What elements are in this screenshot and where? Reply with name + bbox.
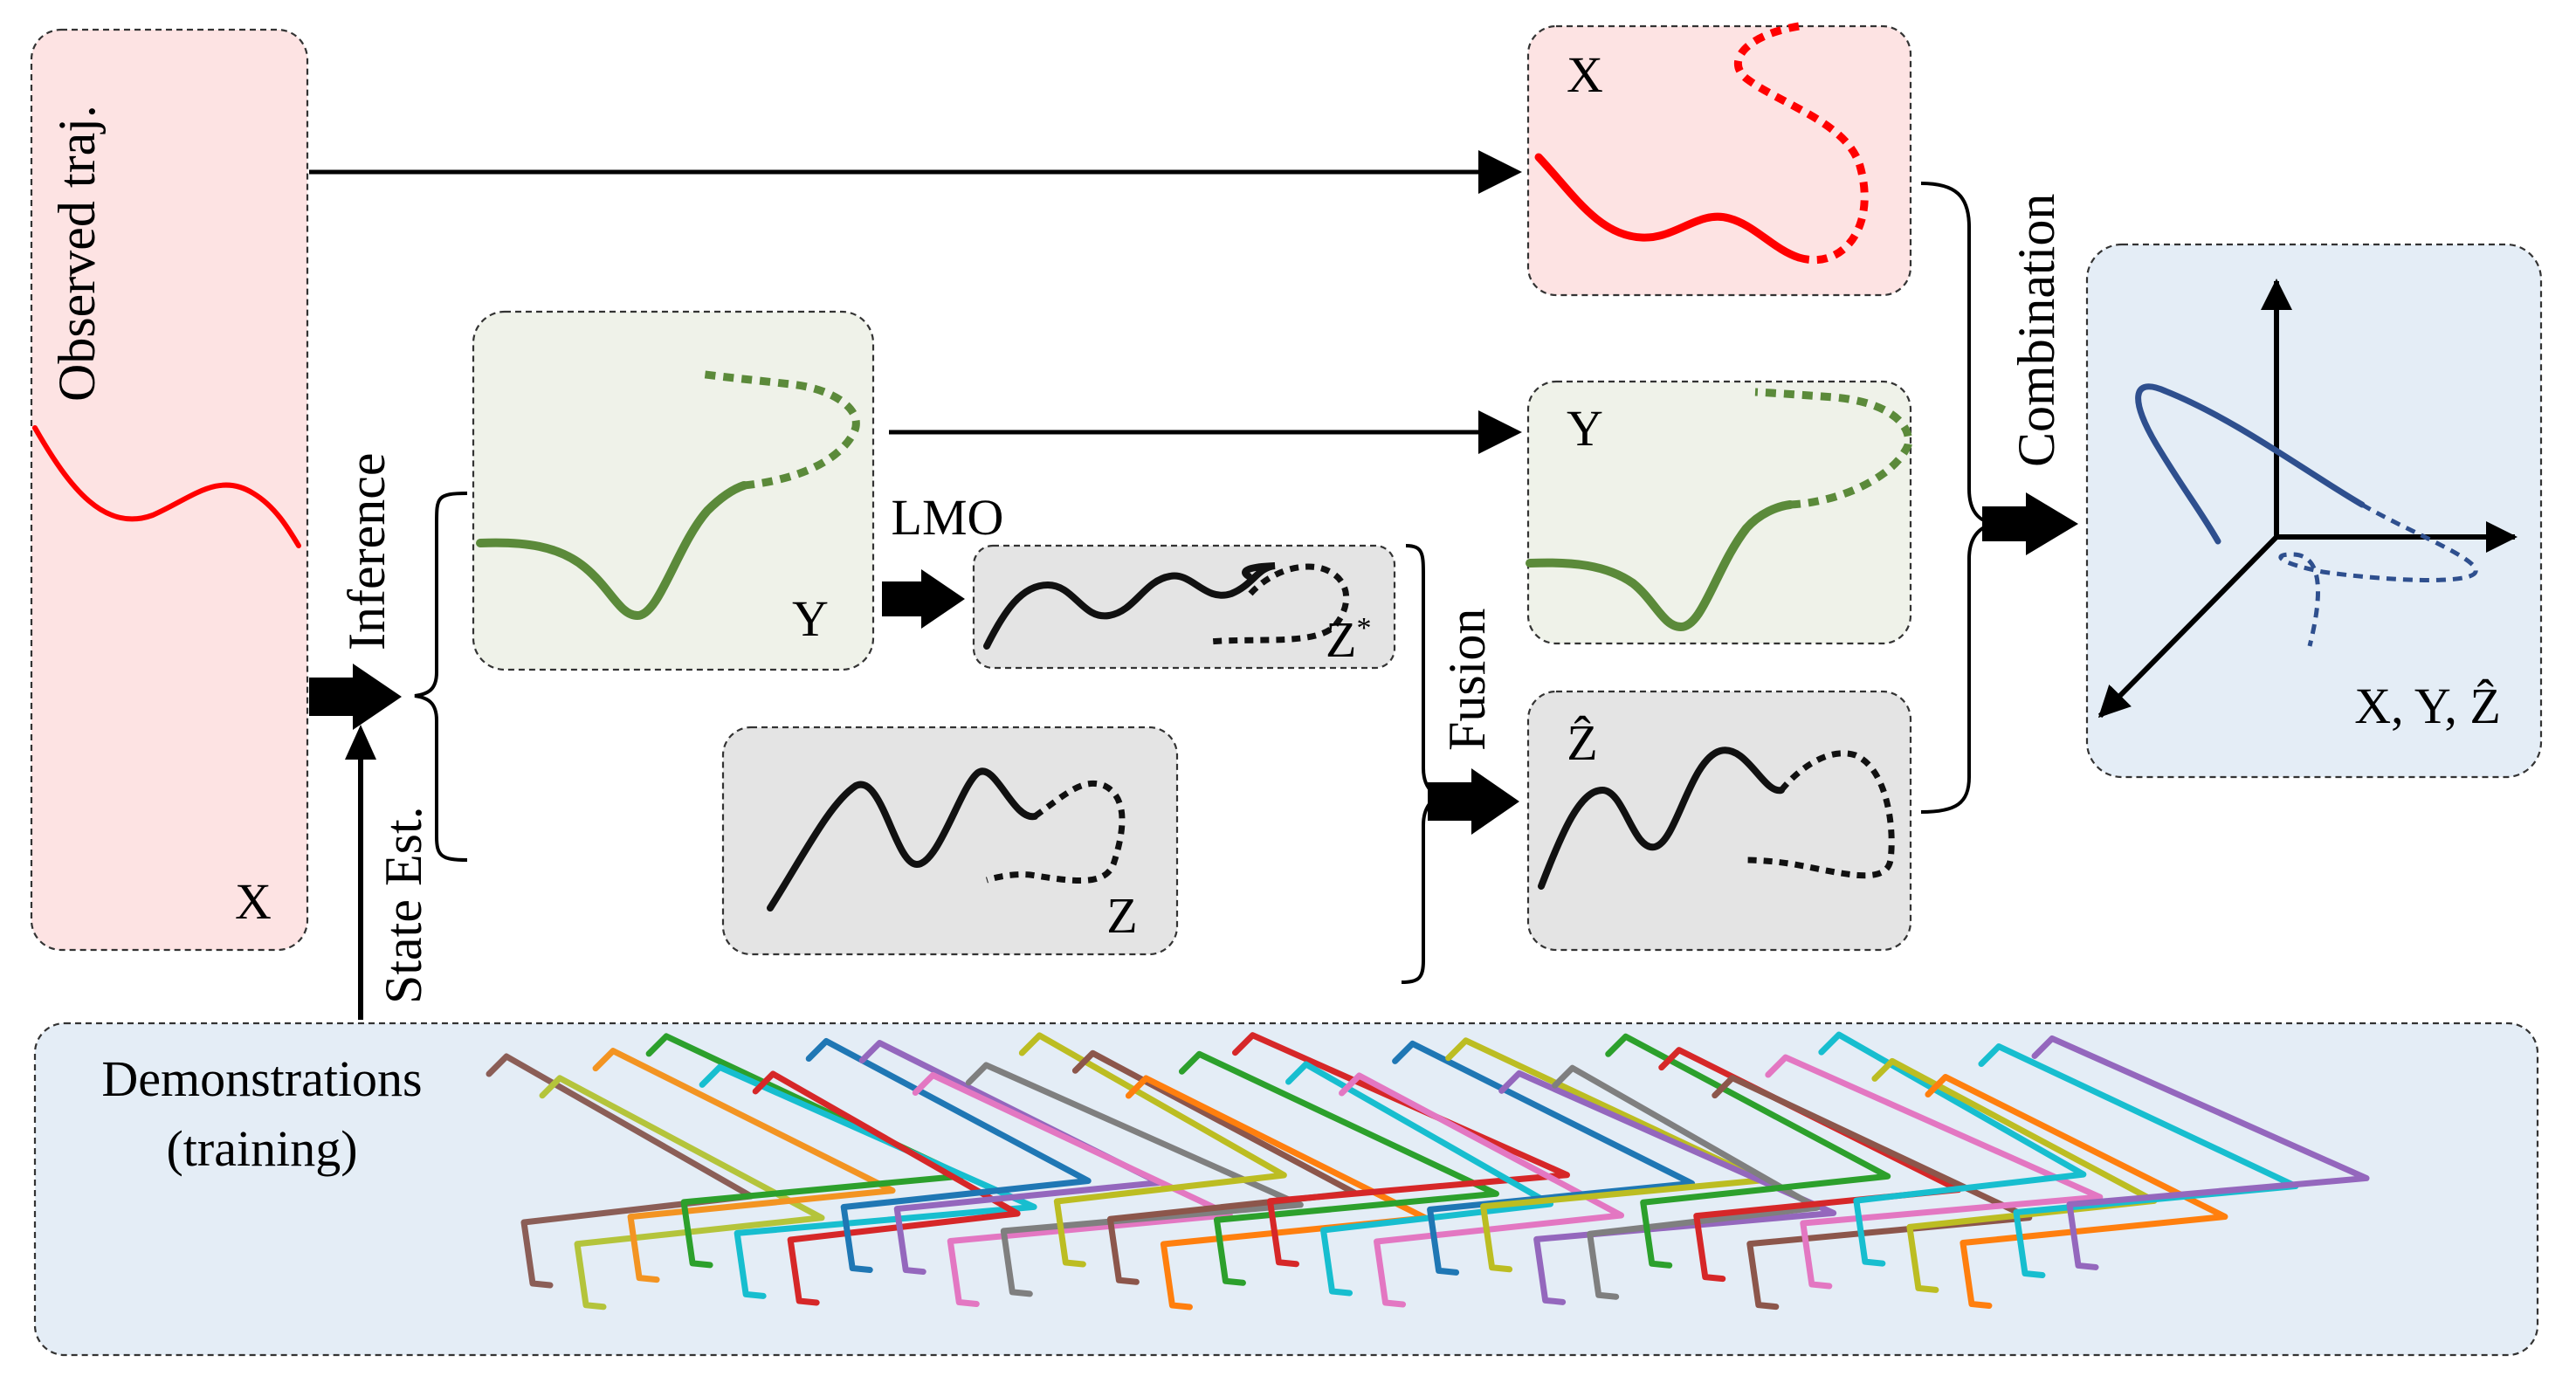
z-predicted-curve <box>985 780 1126 884</box>
demonstration-trajectory <box>1339 1072 1625 1308</box>
inference-arrow <box>309 664 402 730</box>
x-predicted-curve <box>1733 22 1869 265</box>
z-star-observed-curve <box>983 562 1276 650</box>
fusion-label: Fusion <box>1438 609 1496 751</box>
z-observed-curve <box>767 767 1038 912</box>
y-observed-curve <box>476 481 748 621</box>
demonstration-trajectory <box>1018 1032 1287 1268</box>
y-predicted-curve <box>698 369 860 490</box>
demonstration-trajectory <box>699 1063 1037 1299</box>
demonstrations-panel <box>33 1022 2539 1357</box>
combination-label: Combination <box>2008 194 2065 467</box>
z-star-panel <box>972 544 1396 670</box>
demonstrations-label-line2: (training) <box>166 1120 357 1177</box>
demonstration-trajectory <box>752 1070 1021 1306</box>
z-hat-predicted-curve <box>1746 750 1895 879</box>
observed-trajectory-curve <box>32 425 301 548</box>
observed-trajectory-panel <box>30 28 309 952</box>
demonstration-trajectory <box>2031 1035 2370 1270</box>
demonstration-trajectory <box>912 1071 1233 1307</box>
z-star-label: Z* <box>1326 611 1371 668</box>
z-state-label: Z <box>1106 887 1137 944</box>
observed-trajectory-label: Observed traj. <box>48 105 106 402</box>
demonstration-trajectory <box>1871 1057 2158 1293</box>
y-inference-label: Y <box>792 590 829 647</box>
state-est-arrowhead <box>345 725 376 760</box>
demonstration-trajectory <box>1658 1047 1962 1283</box>
demonstrations-label-line1: Demonstrations <box>101 1050 422 1107</box>
demonstration-trajectory <box>1445 1037 1767 1273</box>
x-observed-curve <box>1534 153 1803 262</box>
combination-brace <box>1920 182 1996 814</box>
z-hat-observed-curve <box>1538 746 1785 890</box>
z-state-panel <box>721 726 1179 956</box>
demonstration-trajectory <box>965 1062 1304 1297</box>
x-prediction-panel <box>1526 24 1912 297</box>
demonstration-trajectory <box>805 1038 1092 1273</box>
combined-result-panel <box>2085 243 2543 779</box>
demonstration-trajectory <box>1178 1050 1499 1286</box>
demonstration-trajectory <box>1125 1075 1429 1311</box>
demonstration-trajectory <box>1925 1074 2228 1310</box>
demonstration-trajectory <box>1712 1075 2033 1311</box>
combined-observed-curve <box>2135 383 2366 545</box>
observed-x-label: X <box>235 873 272 930</box>
fusion-arrow <box>1428 768 1519 835</box>
z-hat-panel <box>1526 690 1912 952</box>
combination-arrow <box>1982 492 2078 555</box>
demonstration-trajectory <box>1552 1064 1821 1300</box>
demonstration-trajectory <box>592 1048 896 1283</box>
demonstration-trajectory <box>858 1040 1162 1276</box>
y-prediction-label: Y <box>1567 400 1603 457</box>
state-est-label: State Est. <box>375 806 432 1004</box>
demonstration-trajectory <box>1285 1061 1554 1297</box>
x-prediction-label: X <box>1567 46 1603 103</box>
lmo-label: LMO <box>892 489 1004 546</box>
inference-label: Inference <box>338 453 396 650</box>
demonstration-trajectory <box>1071 1049 1358 1285</box>
demonstration-trajectory <box>486 1053 754 1289</box>
inference-brace <box>414 492 468 862</box>
combined-predicted-curve <box>2278 502 2478 647</box>
y-right-observed-curve <box>1526 500 1794 632</box>
demonstration-trajectory <box>1765 1054 2104 1290</box>
axes-3d-icon <box>2097 279 2517 719</box>
demonstration-trajectory <box>539 1075 825 1311</box>
z-hat-label: Ẑ <box>1567 714 1597 771</box>
fusion-brace <box>1401 544 1442 984</box>
demonstration-trajectory <box>1231 1032 1570 1268</box>
demonstration-trajectory <box>1498 1070 1837 1305</box>
combined-result-label: X, Y, Ẑ <box>2354 678 2501 734</box>
demonstration-trajectory <box>645 1033 967 1269</box>
lmo-arrow <box>882 569 965 629</box>
demonstration-trajectory <box>1818 1031 2087 1267</box>
demonstration-trajectories <box>486 1031 2370 1311</box>
y-inference-panel <box>472 310 875 671</box>
demonstration-trajectory <box>1605 1033 1891 1269</box>
